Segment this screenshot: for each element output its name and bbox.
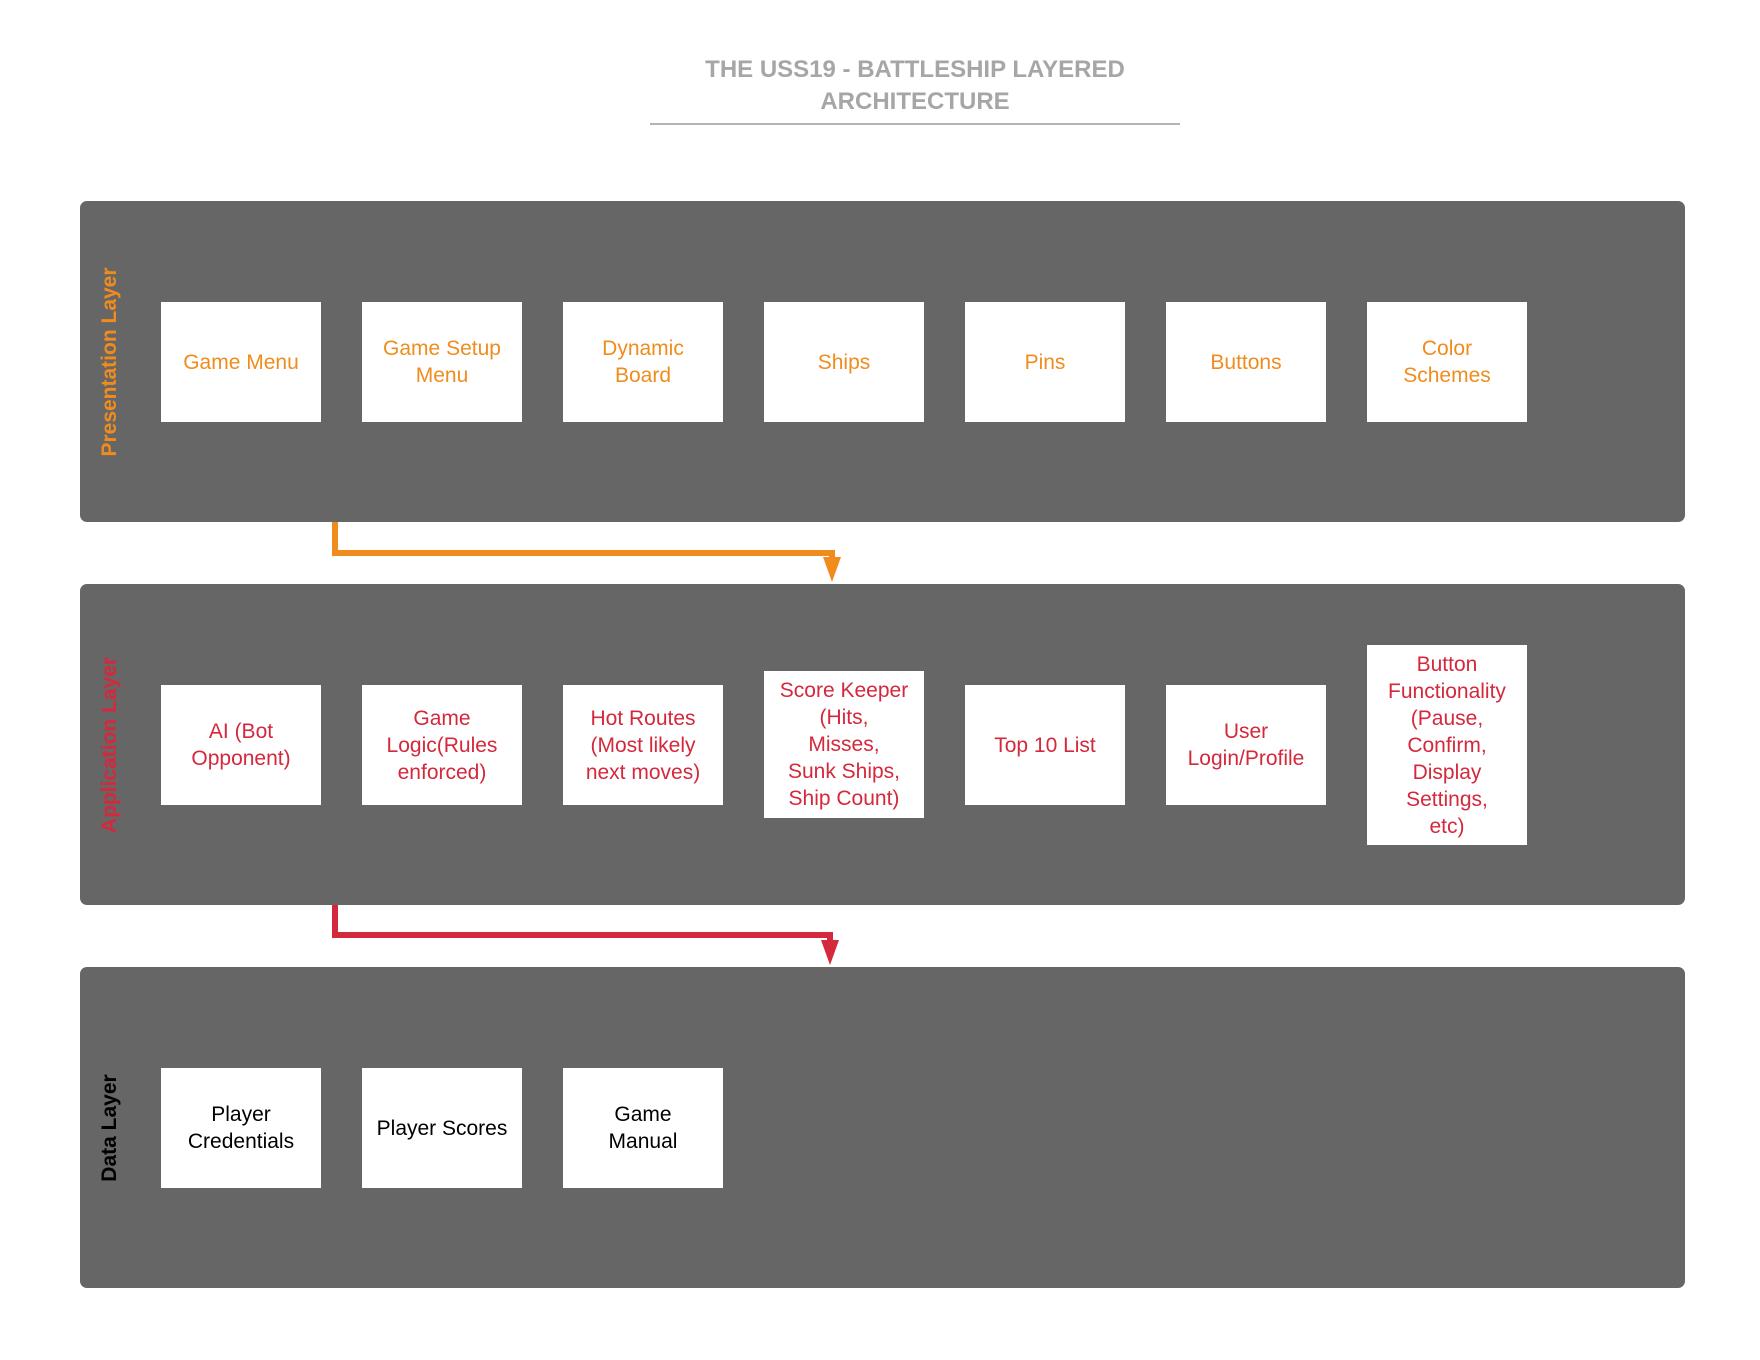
box-player-credentials: Player Credentials xyxy=(161,1068,321,1188)
application-layer-label-container: Application Layer xyxy=(80,584,140,905)
application-layer: Application Layer AI (Bot Opponent) Game… xyxy=(80,584,1685,905)
box-dynamic-board: Dynamic Board xyxy=(563,302,723,422)
presentation-layer-label-container: Presentation Layer xyxy=(80,201,140,522)
box-user-login-profile: User Login/Profile xyxy=(1166,685,1326,805)
box-hot-routes: Hot Routes (Most likely next moves) xyxy=(563,685,723,805)
data-layer-label-container: Data Layer xyxy=(80,967,140,1288)
arrow-presentation-to-application xyxy=(332,522,841,582)
box-pins: Pins xyxy=(965,302,1125,422)
box-game-menu: Game Menu xyxy=(161,302,321,422)
application-layer-label: Application Layer xyxy=(98,656,121,833)
presentation-layer-label: Presentation Layer xyxy=(98,266,121,457)
arrow-application-to-data xyxy=(332,905,839,965)
box-ai-bot-opponent: AI (Bot Opponent) xyxy=(161,685,321,805)
box-ships: Ships xyxy=(764,302,924,422)
box-buttons: Buttons xyxy=(1166,302,1326,422)
box-button-functionality: Button Functionality (Pause, Confirm, Di… xyxy=(1367,645,1527,845)
box-game-logic: Game Logic(Rules enforced) xyxy=(362,685,522,805)
data-layer-label: Data Layer xyxy=(98,1073,121,1182)
presentation-layer: Presentation Layer Game Menu Game Setup … xyxy=(80,201,1685,522)
box-player-scores: Player Scores xyxy=(362,1068,522,1188)
diagram-title: THE USS19 - BATTLESHIP LAYERED ARCHITECT… xyxy=(705,56,1125,115)
box-score-keeper: Score Keeper (Hits, Misses, Sunk Ships, … xyxy=(764,671,924,818)
box-game-setup-menu: Game Setup Menu xyxy=(362,302,522,422)
title-underline xyxy=(650,123,1180,125)
box-color-schemes: Color Schemes xyxy=(1367,302,1527,422)
data-layer: Data Layer Player Credentials Player Sco… xyxy=(80,967,1685,1288)
box-game-manual: Game Manual xyxy=(563,1068,723,1188)
box-top-10-list: Top 10 List xyxy=(965,685,1125,805)
